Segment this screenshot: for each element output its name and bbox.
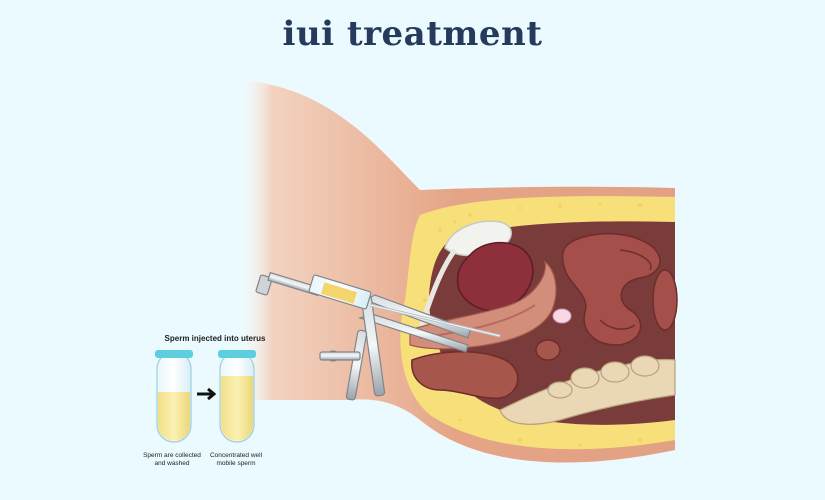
- intestines: [561, 232, 678, 346]
- rectum: [411, 351, 519, 399]
- tube-label-collected: Sperm are collected and washed: [143, 452, 201, 467]
- spine: [499, 355, 676, 425]
- tube-before: [155, 350, 193, 443]
- page-title: iui treatment: [282, 14, 543, 54]
- inset-heading: Sperm injected into uterus: [164, 334, 266, 343]
- arrow-icon: [197, 387, 217, 401]
- tube-label-concentrated: Concentrated well mobile sperm: [209, 452, 263, 467]
- ovary: [552, 308, 572, 324]
- syringe: [255, 271, 501, 338]
- tube-after: [218, 350, 256, 443]
